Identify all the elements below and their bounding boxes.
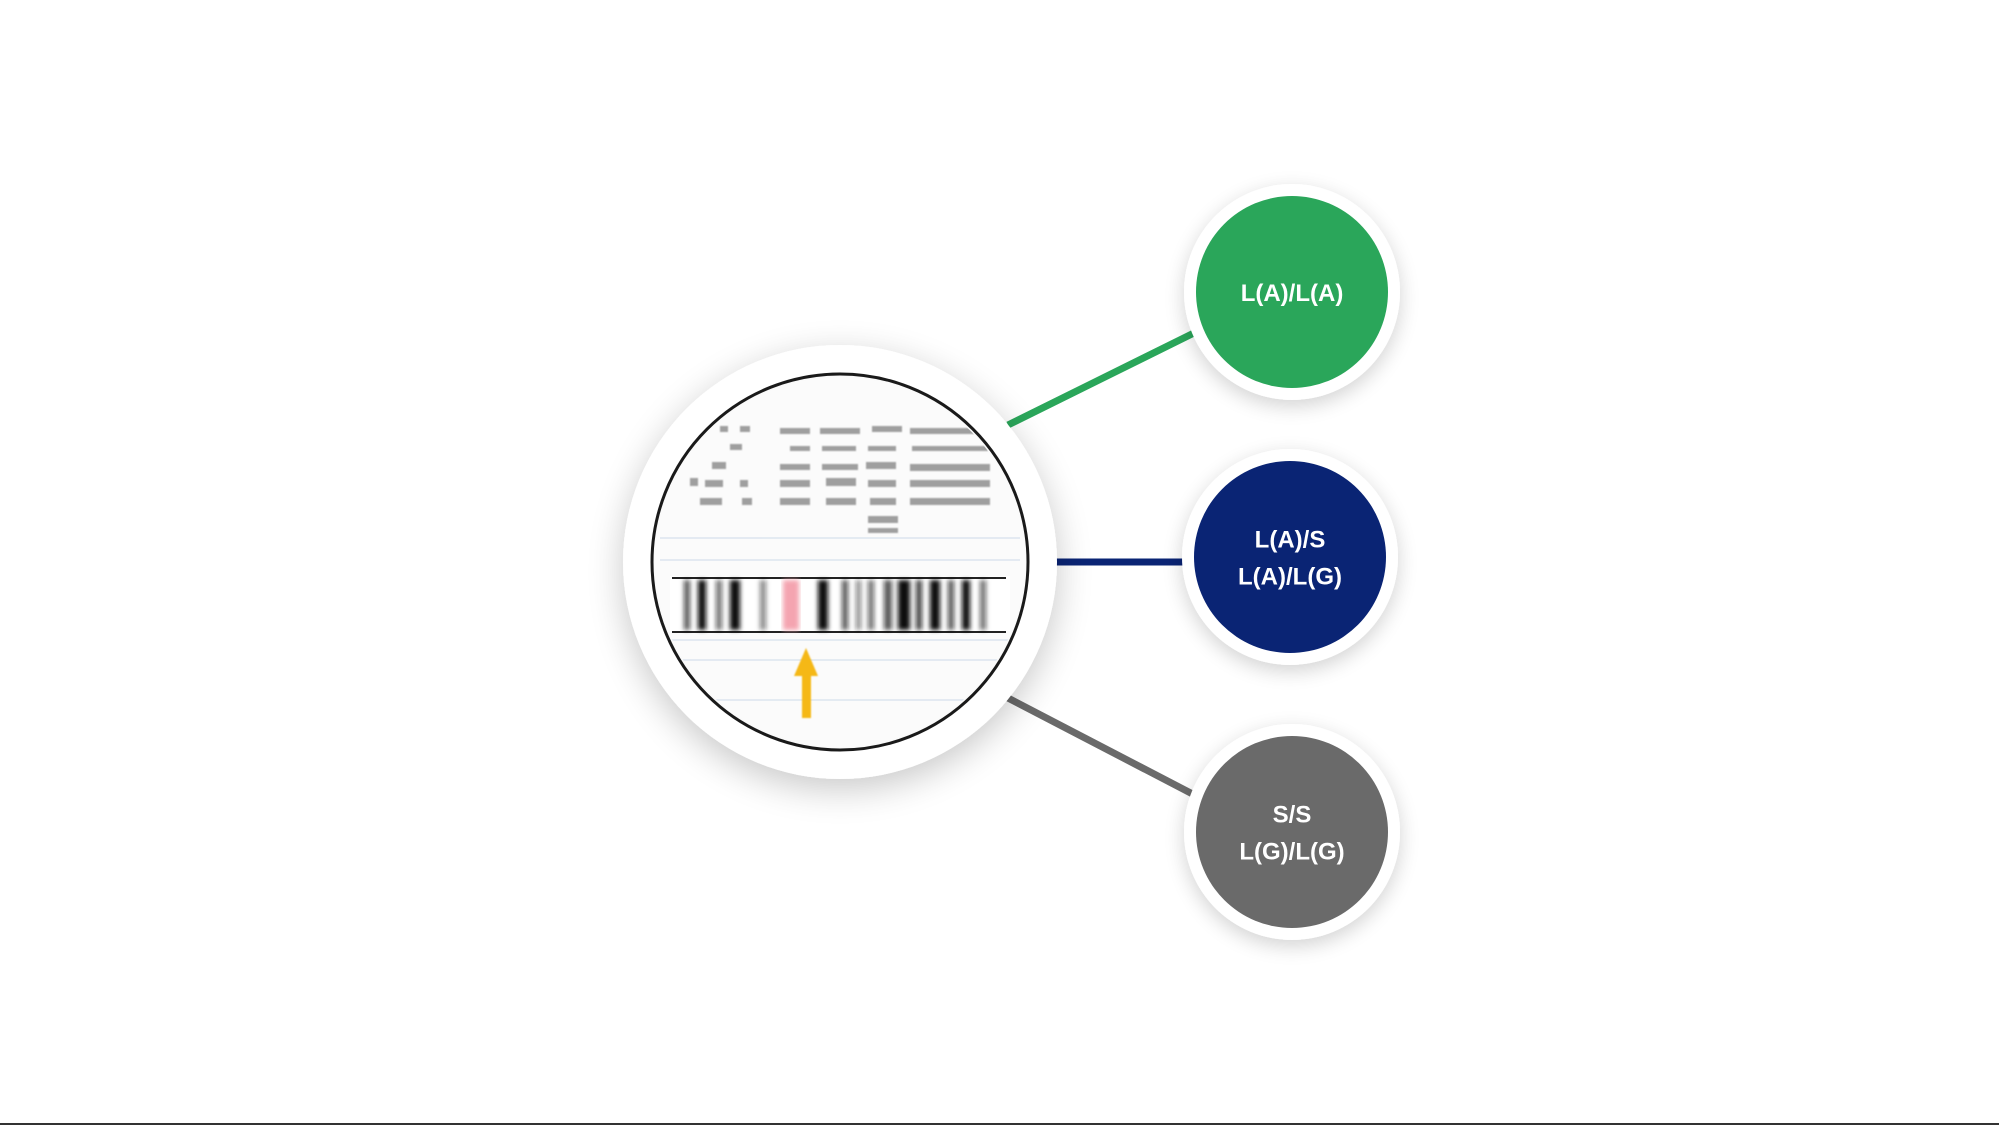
- genotype-label: S/S: [1273, 802, 1312, 829]
- arrow-marker: [794, 648, 818, 718]
- genotype-label: L(G)/L(G): [1239, 839, 1344, 866]
- gel-bands: [684, 580, 986, 630]
- genotype-node-disc: [1196, 196, 1388, 388]
- genotype-node-short: S/S L(G)/L(G): [1184, 724, 1400, 940]
- magnifier-lens: [623, 345, 1057, 779]
- genotype-label: L(A)/S: [1255, 527, 1326, 554]
- genotype-node-homozygous-long: L(A)/L(A): [1184, 184, 1400, 400]
- genotype-node-disc: [1196, 736, 1388, 928]
- connector-line-homozygous-long: [1006, 323, 1208, 429]
- bottom-rule: [0, 1123, 1999, 1125]
- genotype-node-heterozygous: L(A)/S L(A)/L(G): [1182, 449, 1398, 665]
- gel-electrophoresis-image: [655, 377, 1025, 747]
- highlighted-band: [783, 580, 799, 630]
- genotype-node-disc: [1194, 461, 1386, 653]
- connector-line-short: [1006, 694, 1208, 805]
- genotype-label: L(A)/L(A): [1241, 280, 1344, 307]
- genotype-nodes: L(A)/L(A) L(A)/S L(A)/L(G) S/S L(G)/L(G): [1182, 184, 1400, 940]
- genotype-label: L(A)/L(G): [1238, 564, 1342, 591]
